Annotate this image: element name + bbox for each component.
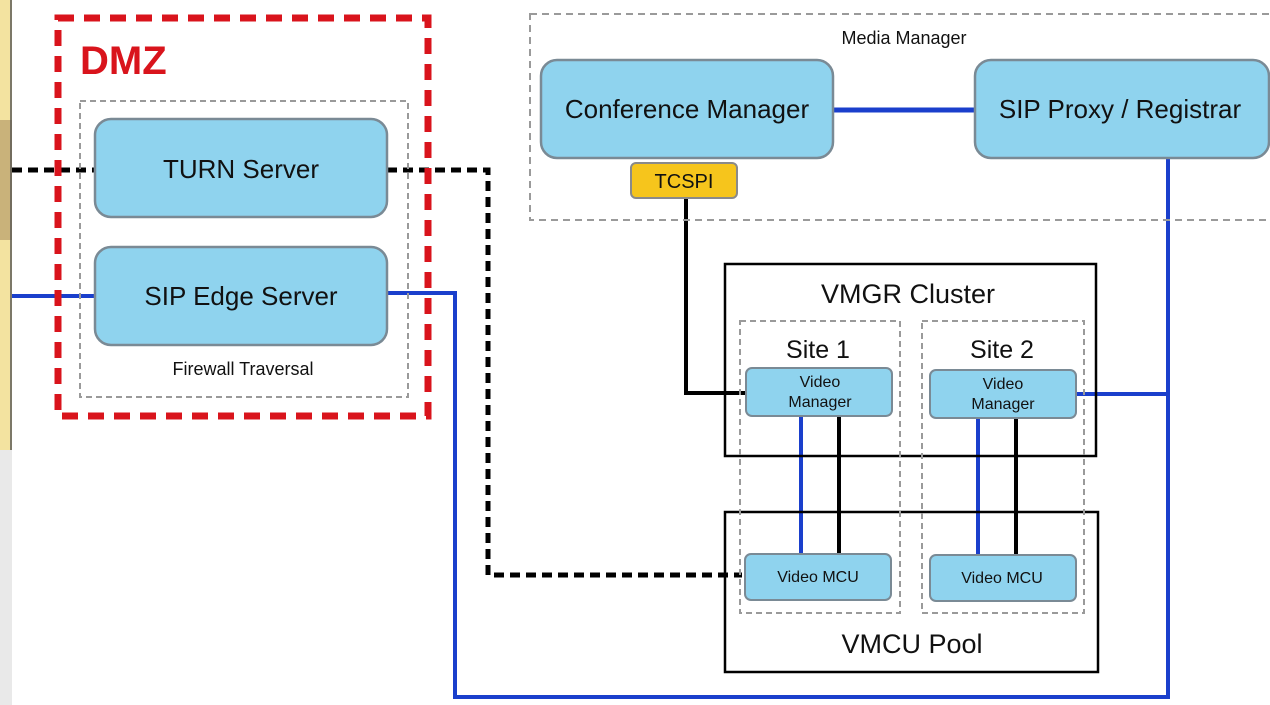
video-manager-site1[interactable]: Video Manager <box>745 367 893 417</box>
turn-server-node[interactable]: TURN Server <box>93 117 389 219</box>
turn-to-mcu-link <box>387 167 742 578</box>
video-manager-site2-line1: Video <box>983 376 1024 393</box>
video-mcu-site1-label: Video MCU <box>777 569 859 586</box>
vmcu-pool-title: VMCU Pool <box>841 629 982 659</box>
tcspi-node[interactable]: TCSPI <box>630 162 738 199</box>
sip-edge-server-node[interactable]: SIP Edge Server <box>93 245 389 347</box>
cropped-window-edge <box>0 0 12 705</box>
vmcu-pool-group: VMCU Pool <box>723 510 1100 674</box>
video-mcu-site2[interactable]: Video MCU <box>929 554 1077 602</box>
connection-lines <box>12 107 1170 699</box>
edge-to-proxy-link <box>387 158 1170 699</box>
vmgr-cluster-group: VMGR Cluster <box>723 262 1098 458</box>
dmz-border <box>54 14 432 420</box>
media-manager-group: Media Manager Conference Manager SIP Pro… <box>529 13 1270 221</box>
site2-group: Site 2 Video Manager Video MCU <box>921 320 1085 614</box>
dmz-group: DMZ TURN Server SIP Edge Server Firewall… <box>54 14 432 420</box>
tcspi-label: TCSPI <box>655 171 714 193</box>
media-manager-border <box>529 13 1270 221</box>
media-manager-title: Media Manager <box>841 28 966 48</box>
video-mcu-site2-label: Video MCU <box>961 570 1043 587</box>
video-manager-site1-line1: Video <box>800 374 841 391</box>
dmz-title: DMZ <box>80 39 167 83</box>
turn-server-label: TURN Server <box>163 154 319 184</box>
video-manager-site1-line2: Manager <box>788 394 852 411</box>
vmcu-pool-border <box>723 510 1100 674</box>
tcspi-vm1-link <box>684 198 746 395</box>
site2-title: Site 2 <box>970 336 1034 364</box>
vmgr-cluster-title: VMGR Cluster <box>821 279 995 309</box>
firewall-traversal-border <box>79 100 409 398</box>
vmgr-cluster-border <box>723 262 1098 458</box>
site2-border <box>921 320 1085 614</box>
sip-proxy-label: SIP Proxy / Registrar <box>999 94 1242 124</box>
conference-manager-node[interactable]: Conference Manager <box>539 58 835 160</box>
conference-manager-label: Conference Manager <box>565 94 810 124</box>
video-mcu-site1[interactable]: Video MCU <box>744 553 892 601</box>
sip-proxy-node[interactable]: SIP Proxy / Registrar <box>973 58 1270 160</box>
sip-edge-server-label: SIP Edge Server <box>144 281 338 311</box>
site1-title: Site 1 <box>786 336 850 364</box>
site1-group: Site 1 Video Manager Video MCU <box>739 320 901 614</box>
video-manager-site2-line2: Manager <box>971 396 1035 413</box>
site1-border <box>739 320 901 614</box>
video-manager-site2[interactable]: Video Manager <box>929 369 1077 419</box>
firewall-traversal-label: Firewall Traversal <box>172 359 313 379</box>
